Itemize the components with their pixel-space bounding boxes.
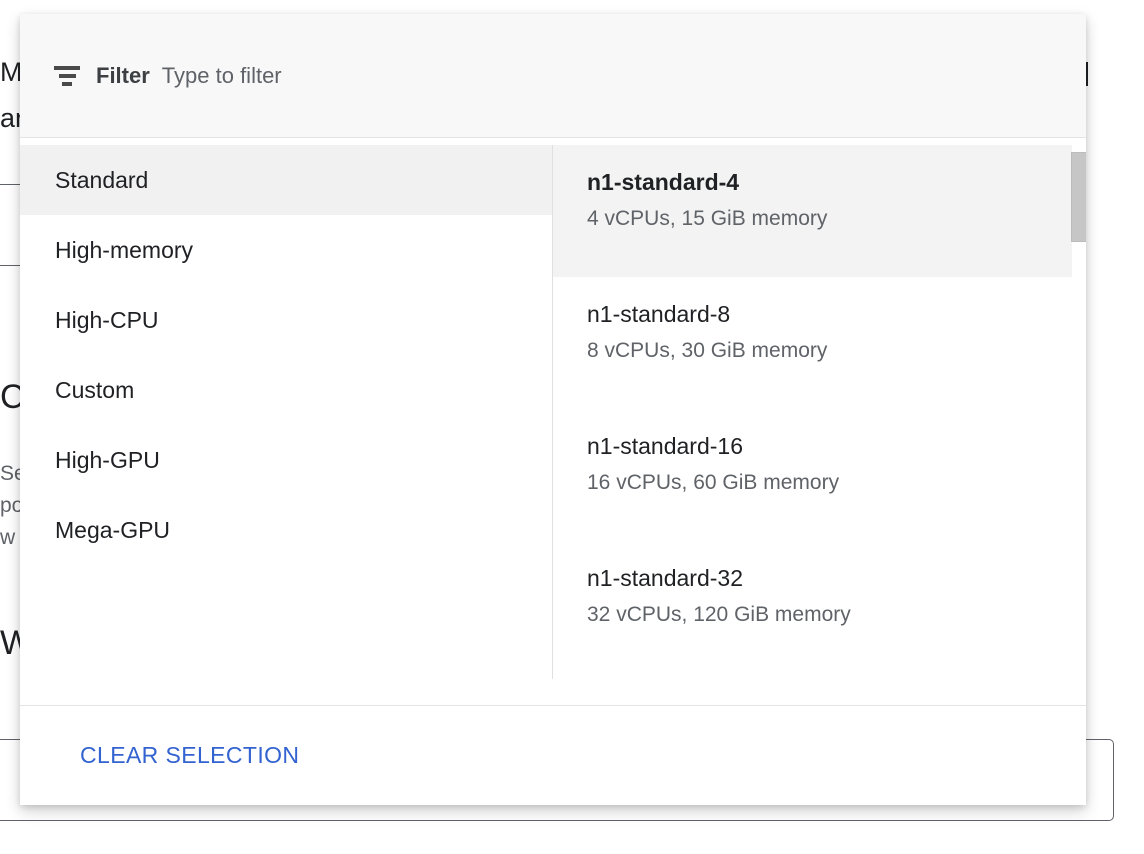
category-item-label: High-memory [55, 236, 194, 263]
machine-type-item-n1-standard-32[interactable]: n1-standard-32 32 vCPUs, 120 GiB memory [553, 541, 1086, 673]
category-item-label: Mega-GPU [55, 516, 171, 543]
column-divider [552, 145, 553, 679]
category-item-high-gpu[interactable]: High-GPU [20, 425, 552, 495]
machine-type-specs: 32 vCPUs, 120 GiB memory [587, 603, 851, 626]
machine-list-scrollbar-thumb[interactable] [1071, 152, 1086, 242]
machine-list-scrollbar[interactable] [1070, 138, 1086, 705]
filter-bar: Filter [20, 14, 1086, 138]
machine-type-name: n1-standard-8 [587, 301, 731, 327]
category-item-label: High-GPU [55, 446, 160, 473]
background-body-line-2: po [0, 494, 24, 517]
machine-type-specs: 8 vCPUs, 30 GiB memory [587, 339, 828, 362]
machine-type-item-n1-standard-8[interactable]: n1-standard-8 8 vCPUs, 30 GiB memory [553, 277, 1086, 409]
background-text-line-1: M [0, 57, 23, 87]
category-item-label: High-CPU [55, 306, 159, 333]
category-item-high-memory[interactable]: High-memory [20, 215, 552, 285]
category-item-label: Custom [55, 376, 135, 403]
machine-type-name: n1-standard-16 [587, 433, 743, 459]
filter-icon [54, 65, 80, 87]
machine-type-item-n1-standard-16[interactable]: n1-standard-16 16 vCPUs, 60 GiB memory [553, 409, 1086, 541]
category-item-high-cpu[interactable]: High-CPU [20, 285, 552, 355]
category-item-custom[interactable]: Custom [20, 355, 552, 425]
filter-label: Filter [96, 62, 150, 88]
background-body-line-1: Se [0, 462, 26, 485]
machine-type-name: n1-standard-32 [587, 565, 743, 591]
category-item-label: Standard [55, 166, 149, 193]
background-right-rule [1086, 62, 1088, 86]
picker-footer: CLEAR SELECTION [20, 705, 1086, 805]
category-item-mega-gpu[interactable]: Mega-GPU [20, 495, 552, 565]
category-item-standard[interactable]: Standard [20, 145, 552, 215]
machine-type-specs: 4 vCPUs, 15 GiB memory [587, 207, 828, 230]
machine-type-specs: 16 vCPUs, 60 GiB memory [587, 471, 840, 494]
filter-input[interactable] [161, 62, 1052, 89]
machine-type-name: n1-standard-4 [587, 169, 740, 195]
machine-type-item-n1-standard-4[interactable]: n1-standard-4 4 vCPUs, 15 GiB memory [553, 145, 1072, 277]
clear-selection-button[interactable]: CLEAR SELECTION [80, 742, 300, 768]
background-body-line-3: w [0, 526, 16, 549]
